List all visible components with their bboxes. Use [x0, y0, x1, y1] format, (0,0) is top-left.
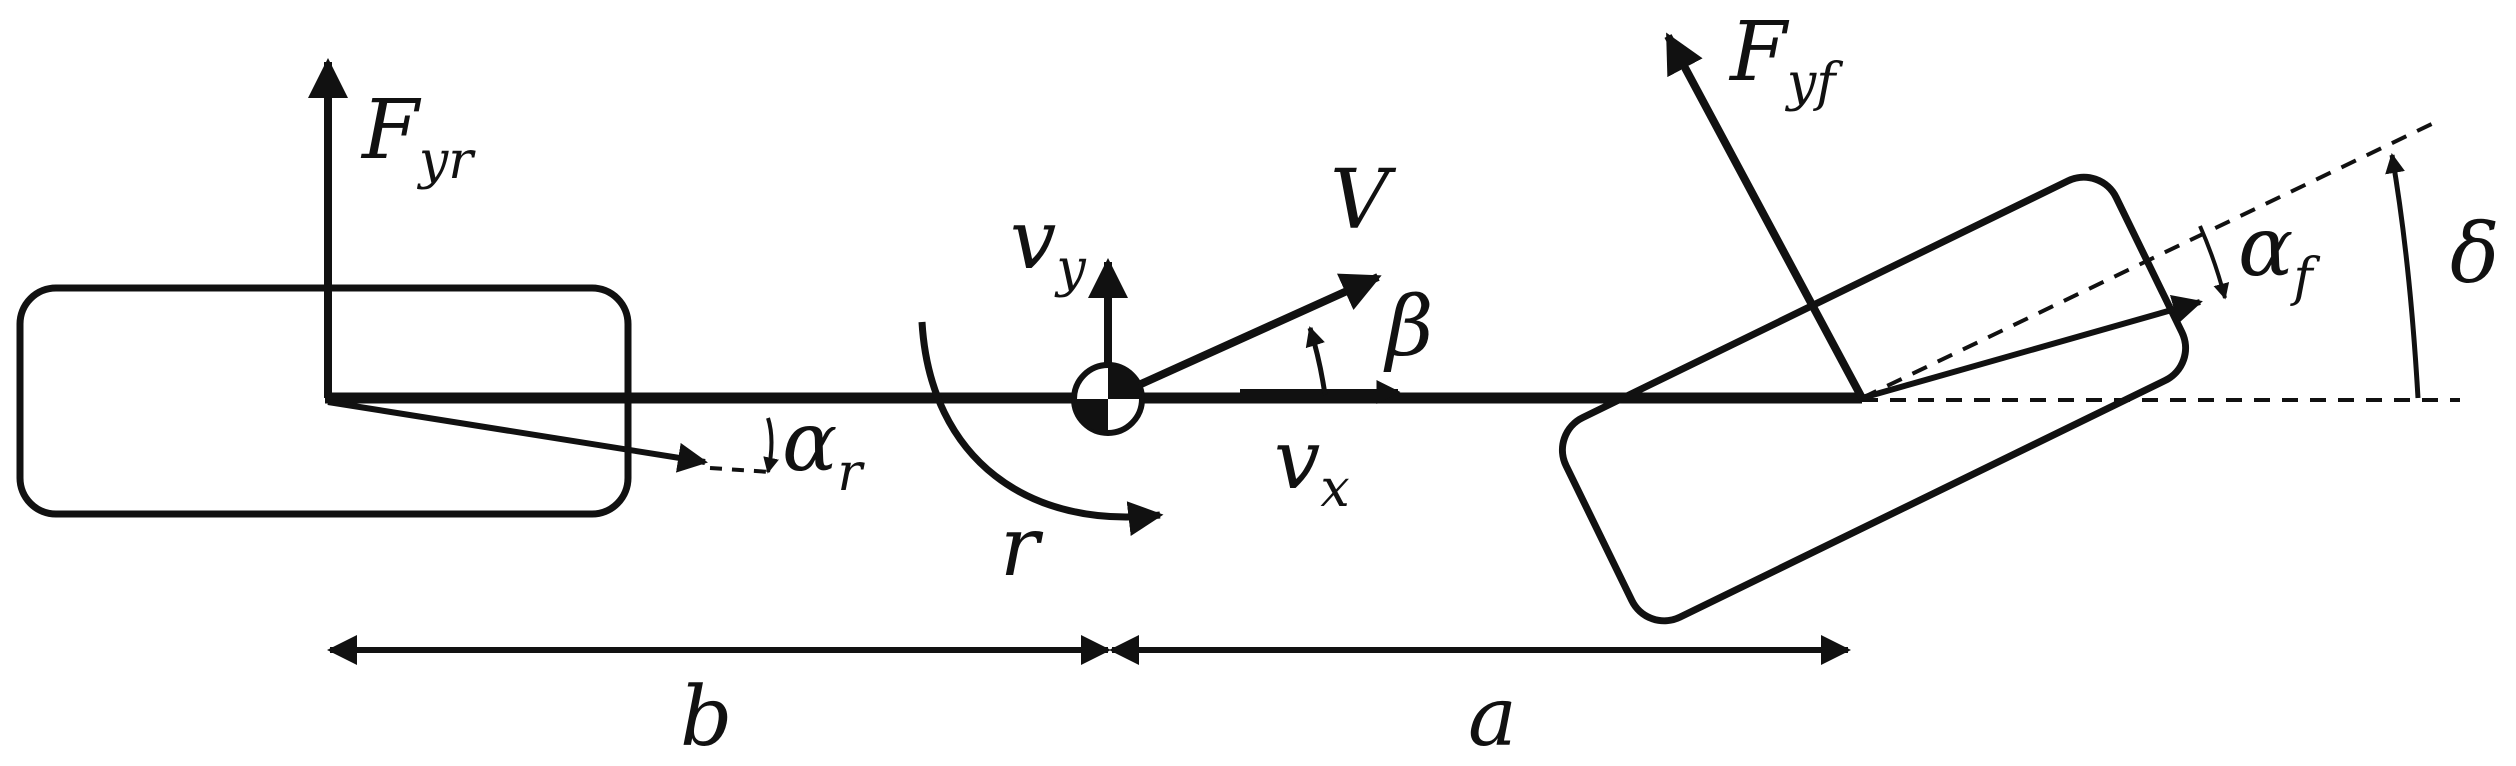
- sideslip-angle-arc: [1305, 326, 1328, 396]
- rear-lateral-force-label: Fyr: [360, 83, 476, 191]
- sideslip-angle-label: β: [1383, 280, 1433, 375]
- front-wheel-velocity-arrow: [1861, 294, 2203, 401]
- front-wheel: [1558, 173, 2190, 625]
- velocity-label: V: [1330, 153, 1397, 248]
- rear-slip-angle-arc: [763, 417, 779, 474]
- front-lateral-force-arrow: [1664, 32, 1866, 400]
- steer-angle-label: δ: [2450, 207, 2499, 302]
- rear-wheel-velocity-arrow: [327, 399, 708, 473]
- velocity-vector-arrow: [1108, 273, 1382, 402]
- rear-slip-angle-label: αr: [782, 395, 865, 503]
- yaw-rate-label: r: [1000, 500, 1044, 595]
- yaw-rate-arrow: [918, 321, 1164, 536]
- front-distance-label: a: [1468, 670, 1517, 765]
- lateral-velocity-label: vy: [1010, 193, 1086, 299]
- center-of-gravity-symbol: [1071, 362, 1145, 436]
- rear-distance-label: b: [680, 670, 733, 765]
- front-lateral-force-label: Fyf: [1728, 5, 1843, 113]
- steer-angle-arc: [2385, 153, 2421, 399]
- front-wheel-heading-dashed-line: [1861, 118, 2441, 400]
- front-slip-angle-label: αf: [2238, 200, 2320, 308]
- front-slip-angle-arc: [2198, 225, 2230, 300]
- longitudinal-velocity-label: vx: [1274, 413, 1350, 519]
- rear-slip-dashed-line: [709, 466, 771, 474]
